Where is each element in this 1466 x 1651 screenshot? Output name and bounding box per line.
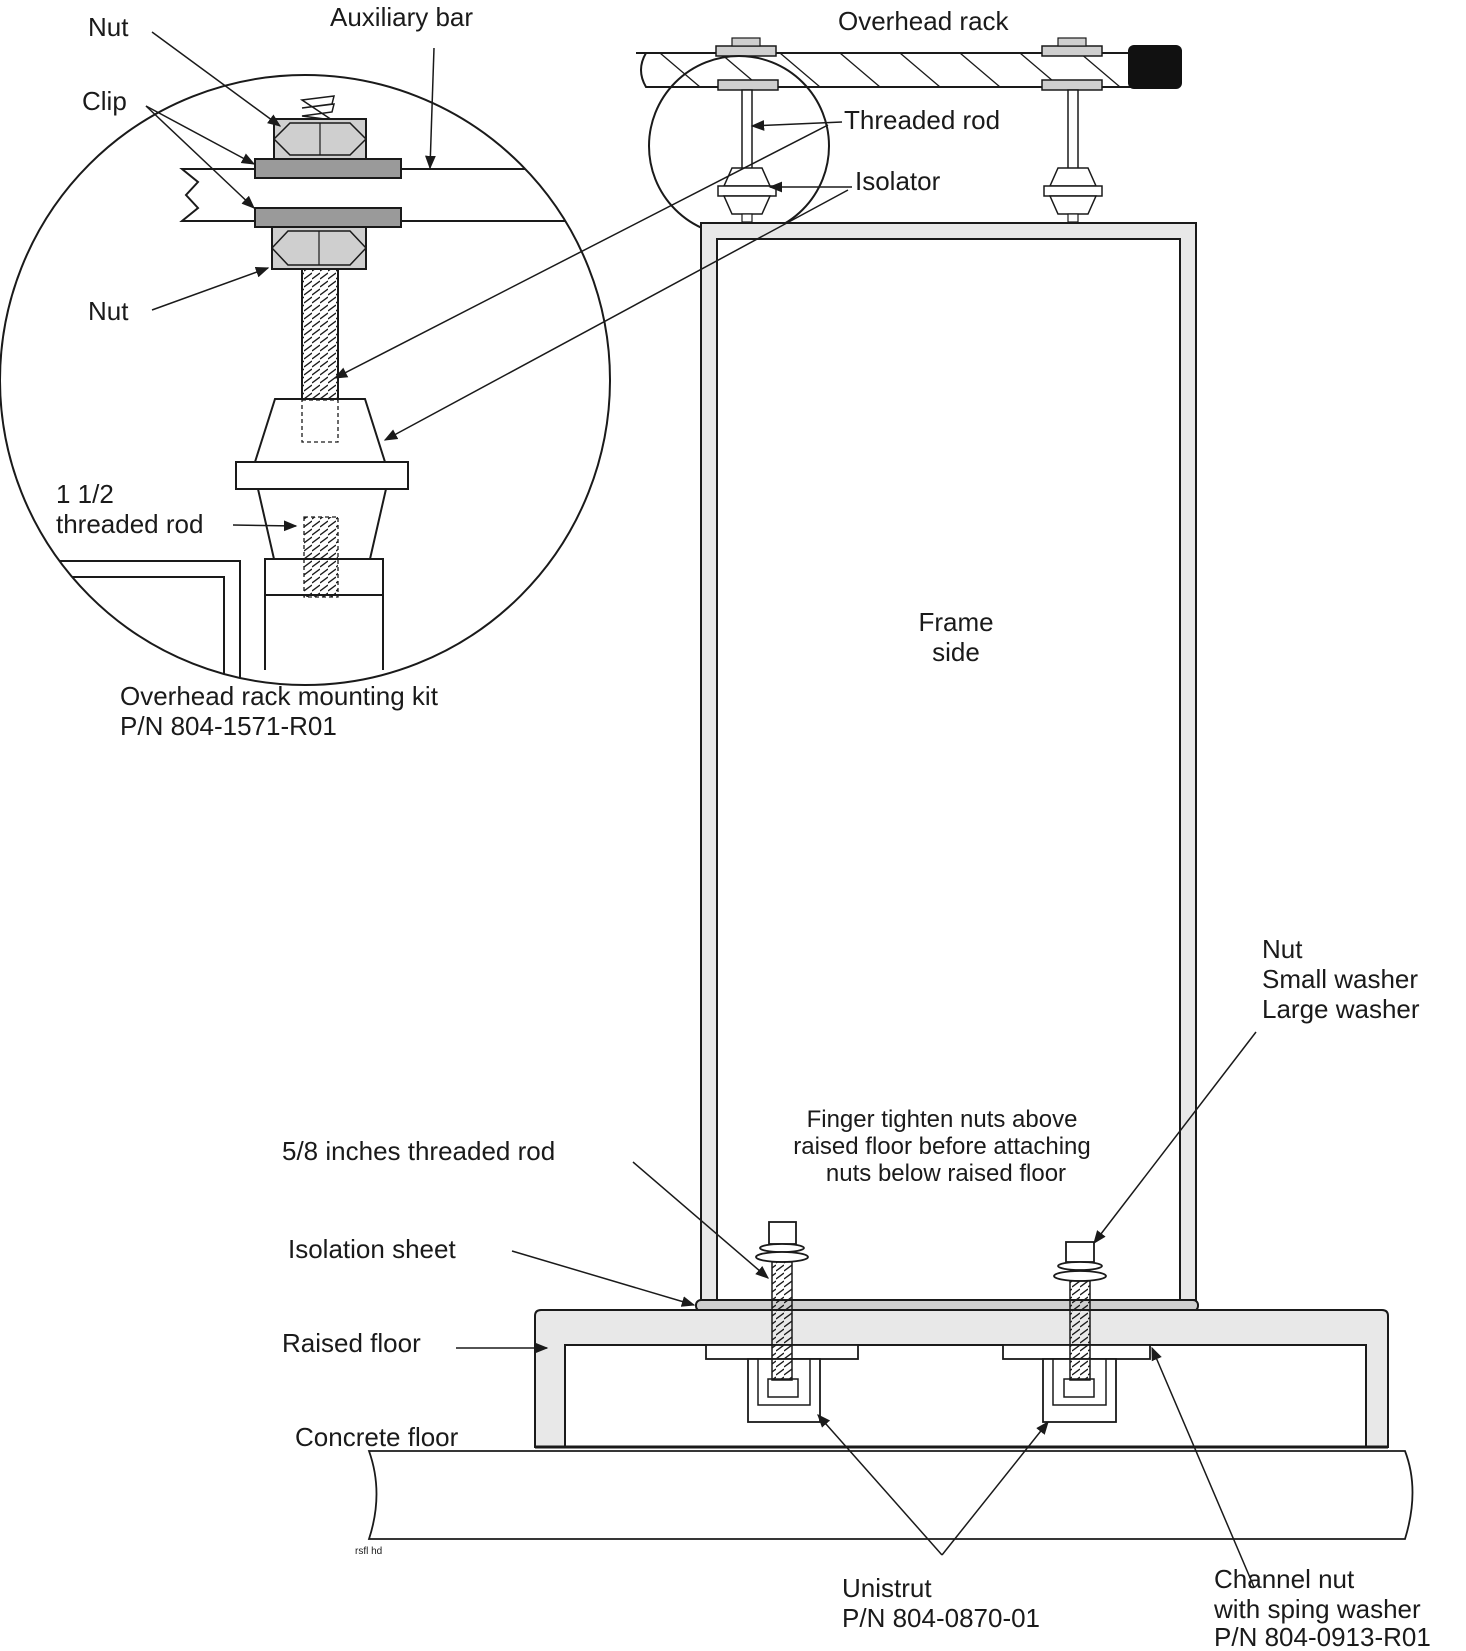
- isolator-left: [717, 167, 777, 215]
- label-small-rod-1: 1 1/2: [56, 479, 114, 509]
- label-unistrut-2: P/N 804-0870-01: [842, 1603, 1040, 1633]
- label-concrete-floor: Concrete floor: [295, 1422, 459, 1452]
- raised-floor: [534, 1299, 1389, 1449]
- note-line-2: raised floor before attaching: [793, 1133, 1091, 1160]
- label-channel-nut-1: Channel nut: [1214, 1564, 1355, 1594]
- labels: Overhead rack Auxiliary bar Nut Clip Nut…: [56, 2, 1431, 1651]
- label-threaded-rod: Threaded rod: [844, 105, 1000, 135]
- clip-lower: [254, 207, 402, 228]
- frame-side-label-1: Frame: [918, 607, 993, 637]
- concrete-floor: rsfl hd: [355, 1450, 1414, 1557]
- leader-lines: [145, 31, 1257, 1588]
- label-channel-nut-2: with sping washer: [1213, 1594, 1421, 1624]
- overhead-rack: [636, 37, 1182, 237]
- bolt-left: [755, 1221, 809, 1381]
- note-line-1: Finger tighten nuts above: [807, 1106, 1078, 1133]
- frame-side: Frame side: [700, 222, 1197, 1301]
- label-clip: Clip: [82, 86, 127, 116]
- label-nut-bottom: Nut: [88, 296, 129, 326]
- zoom-isolator-washer: [235, 461, 409, 490]
- frame-side-label-2: side: [932, 637, 980, 667]
- label-small-rod-2: threaded rod: [56, 509, 203, 539]
- note-line-3: nuts below raised floor: [826, 1160, 1066, 1187]
- clip-upper: [254, 158, 402, 179]
- label-isolation-sheet: Isolation sheet: [288, 1234, 456, 1264]
- label-hardware-1: Nut: [1262, 934, 1303, 964]
- bolt-right: [1053, 1241, 1107, 1381]
- label-auxiliary-bar: Auxiliary bar: [330, 2, 473, 32]
- label-unistrut-1: Unistrut: [842, 1573, 932, 1603]
- label-kit-1: Overhead rack mounting kit: [120, 681, 439, 711]
- label-kit-2: P/N 804-1571-R01: [120, 711, 337, 741]
- rack-end-cap: [1128, 45, 1182, 89]
- zoom-threaded-rod: [301, 268, 339, 400]
- label-isolator: Isolator: [855, 166, 941, 196]
- label-nut-top: Nut: [88, 12, 129, 42]
- label-overhead-rack: Overhead rack: [838, 6, 1010, 36]
- corner-code: rsfl hd: [355, 1546, 382, 1557]
- label-hardware-2: Small washer: [1262, 964, 1418, 994]
- label-rod-58: 5/8 inches threaded rod: [282, 1136, 555, 1166]
- label-raised-floor: Raised floor: [282, 1328, 421, 1358]
- isolator-right: [1043, 167, 1103, 215]
- label-hardware-3: Large washer: [1262, 994, 1420, 1024]
- zoom-detail: [0, 74, 611, 686]
- label-channel-nut-3: P/N 804-0913-R01: [1214, 1622, 1431, 1651]
